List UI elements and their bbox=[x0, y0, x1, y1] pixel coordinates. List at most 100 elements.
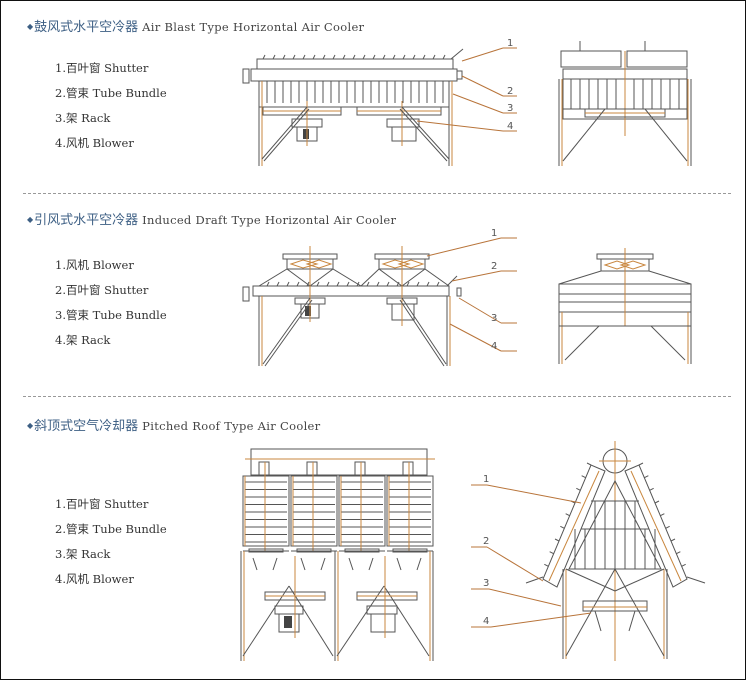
drawing-line bbox=[352, 54, 356, 60]
drawing-line bbox=[342, 54, 346, 60]
legend-item: 4.风机 Blower bbox=[55, 572, 134, 586]
nozzle-left bbox=[242, 68, 250, 84]
title-zh: 鼓风式水平空冷器 bbox=[34, 20, 139, 35]
drawing-line bbox=[382, 54, 386, 60]
drawing-line bbox=[332, 54, 336, 60]
drawing-line bbox=[426, 281, 430, 287]
legend-item: 4.架 Rack bbox=[55, 333, 111, 347]
drawing-line bbox=[554, 538, 560, 542]
callout-label: 4 bbox=[507, 121, 513, 132]
air-blast-end-view-drawing bbox=[558, 41, 692, 166]
fan-plenums bbox=[262, 106, 442, 116]
callout-label: 2 bbox=[507, 86, 513, 97]
drawing-line bbox=[316, 281, 320, 287]
drawing-line bbox=[320, 557, 326, 571]
legend-item: 2.管束 Tube Bundle bbox=[55, 86, 167, 100]
title-zh: 斜顶式空气冷却器 bbox=[34, 419, 139, 434]
drawing-line bbox=[681, 563, 686, 567]
drawing-line bbox=[276, 281, 280, 287]
drawing-line bbox=[412, 54, 416, 60]
drawing-line bbox=[436, 281, 440, 287]
legend-induced-draft: 1.风机 Blower 2.百叶窗 Shutter 3.管束 Tube Bund… bbox=[55, 258, 167, 358]
legend-item: 1.百叶窗 Shutter bbox=[55, 497, 149, 511]
drawing-line bbox=[416, 557, 422, 571]
drawing-line bbox=[396, 281, 400, 287]
drawing-line bbox=[296, 281, 300, 287]
pitched-roof-side-view-drawing: 1 2 3 4 bbox=[471, 441, 706, 661]
drawing-line bbox=[300, 557, 306, 571]
tube-bundle bbox=[542, 464, 688, 588]
drawing-part bbox=[354, 461, 366, 477]
drawing-line bbox=[665, 525, 670, 529]
drawing-line bbox=[416, 281, 420, 287]
callouts: 1 2 3 4 bbox=[426, 228, 517, 352]
legend-item: 1.百叶窗 Shutter bbox=[55, 61, 149, 75]
drawing-line bbox=[644, 475, 649, 479]
drawing-line bbox=[576, 487, 581, 491]
rack bbox=[562, 568, 668, 659]
drawing-line bbox=[262, 54, 266, 60]
drawing-line bbox=[432, 54, 436, 60]
drawing-line bbox=[649, 487, 654, 491]
drawing-line bbox=[581, 475, 586, 479]
drawing-line bbox=[272, 557, 278, 571]
legend-item: 1.风机 Blower bbox=[55, 258, 134, 272]
drawing-part bbox=[290, 475, 338, 547]
drawing-line bbox=[386, 281, 390, 287]
pitched-roof-front-view-drawing bbox=[240, 448, 435, 661]
drawing-line bbox=[346, 281, 350, 287]
drawing-part bbox=[386, 475, 434, 547]
drawing-line bbox=[376, 281, 380, 287]
legend-item: 3.管束 Tube Bundle bbox=[55, 308, 167, 322]
callout-label: 1 bbox=[483, 474, 489, 485]
callout-label: 2 bbox=[491, 261, 497, 272]
drawing-line bbox=[322, 54, 326, 60]
drawing-line bbox=[336, 281, 340, 287]
drawing-line bbox=[560, 525, 565, 529]
drawing-line bbox=[272, 54, 276, 60]
drawing-line bbox=[544, 563, 549, 567]
drawing-part bbox=[338, 475, 386, 547]
callout-label: 3 bbox=[483, 578, 489, 589]
drawing-line bbox=[282, 54, 286, 60]
drawing-line bbox=[326, 281, 330, 287]
drawing-line bbox=[676, 551, 681, 555]
shutter bbox=[266, 281, 440, 287]
drawing-line bbox=[252, 557, 258, 571]
drawing-line bbox=[362, 54, 366, 60]
title-zh: 引风式水平空冷器 bbox=[34, 213, 139, 228]
drawing-line bbox=[348, 557, 354, 571]
drawing-line bbox=[402, 54, 406, 60]
drawing-part bbox=[242, 475, 290, 547]
rack bbox=[240, 551, 434, 661]
callout-label: 4 bbox=[491, 341, 497, 352]
legend-item: 2.管束 Tube Bundle bbox=[55, 522, 167, 536]
callout-label: 3 bbox=[507, 103, 513, 114]
bullet-icon: ◆ bbox=[27, 421, 34, 430]
drawing-line bbox=[422, 54, 426, 60]
drawing-line bbox=[396, 557, 402, 571]
drawing-line bbox=[292, 54, 296, 60]
section-divider bbox=[23, 396, 731, 397]
legend-air-blast: 1.百叶窗 Shutter 2.管束 Tube Bundle 3.架 Rack … bbox=[55, 61, 167, 161]
drawing-line bbox=[286, 281, 290, 287]
air-blast-side-view-drawing: 1 2 3 4 bbox=[242, 38, 517, 166]
drawing-line bbox=[654, 500, 660, 504]
drawing-line bbox=[670, 538, 676, 542]
legend-item: 3.架 Rack bbox=[55, 111, 111, 125]
tube-bundle bbox=[252, 285, 450, 297]
drawing-part bbox=[402, 461, 414, 477]
drawing-part bbox=[258, 461, 270, 477]
induced-draft-side-view-drawing: 1 2 3 4 bbox=[242, 228, 517, 367]
drawing-line bbox=[356, 281, 360, 287]
callout-label: 1 bbox=[507, 38, 513, 49]
drawing-line bbox=[442, 54, 446, 60]
legend-item: 3.架 Rack bbox=[55, 547, 111, 561]
section-divider bbox=[23, 193, 731, 194]
blower bbox=[258, 253, 450, 287]
drawing-line bbox=[302, 54, 306, 60]
rack bbox=[258, 81, 453, 166]
blower bbox=[291, 101, 420, 146]
